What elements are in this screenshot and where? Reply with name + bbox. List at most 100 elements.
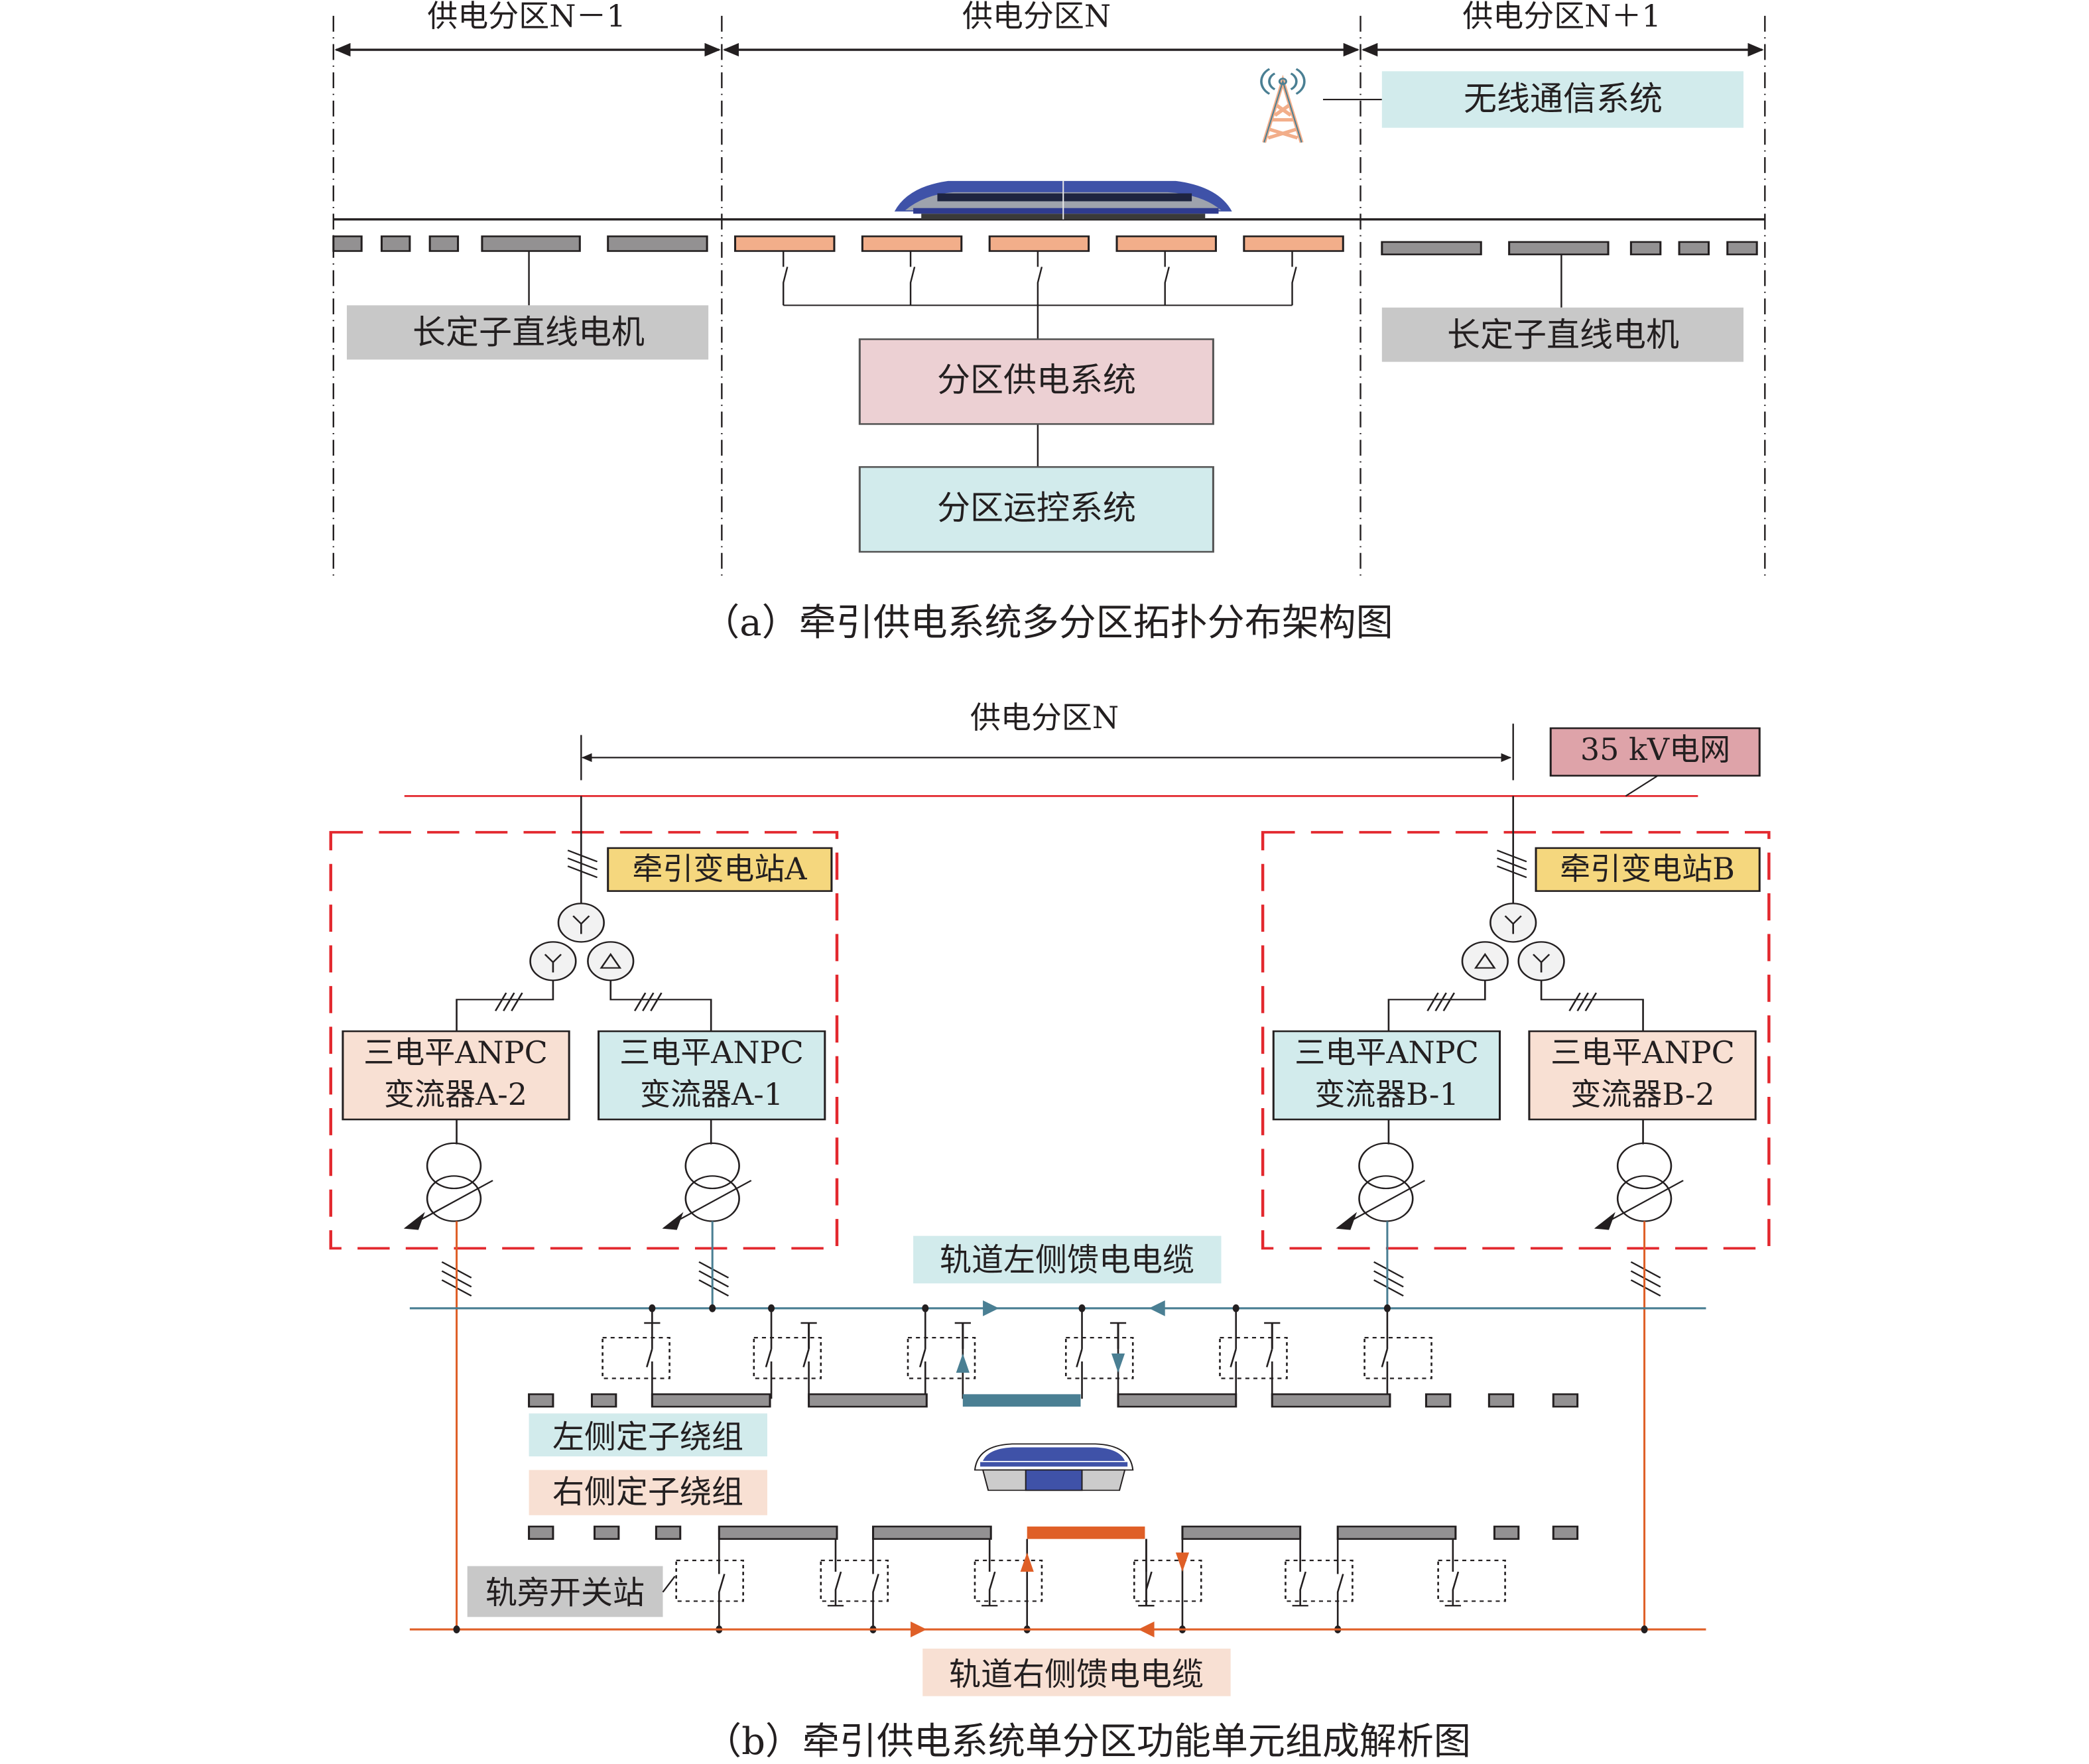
switch-icon [1164, 251, 1170, 306]
switch-station-box [1285, 1559, 1354, 1602]
stator-segment [1552, 1393, 1579, 1408]
maglev-train-small-icon [974, 1443, 1134, 1491]
left-switch-stations [601, 1304, 1432, 1399]
switch-station-box [907, 1337, 976, 1379]
switch-icon [718, 1539, 726, 1630]
zone-n-label: 供电分区N [970, 700, 1119, 735]
converter-a2-box [342, 1030, 570, 1121]
stator-segment [428, 235, 460, 252]
converter-a1-line1: 三电平ANPC [619, 1035, 804, 1070]
substation-a [342, 796, 833, 1296]
ground-icon [800, 1322, 817, 1350]
zone-label-n: 供电分区N [962, 0, 1111, 34]
stator-segment [332, 235, 363, 252]
stator-segment [1508, 241, 1610, 255]
switch-station-box [1064, 1337, 1134, 1379]
current-direction-arrow [1020, 1552, 1034, 1572]
switch-station-box [974, 1559, 1043, 1602]
stator-segment [872, 1525, 992, 1540]
stator-segment [1493, 1525, 1520, 1540]
switch-station-box [675, 1559, 744, 1602]
converter-b1-line2: 变流器B-1 [1314, 1076, 1458, 1112]
three-phase-mark-icon [1630, 1261, 1661, 1296]
supply-system-box [858, 338, 1214, 425]
part-a-topology [332, 15, 1766, 577]
right-cable-junctions [453, 1625, 1648, 1634]
part-b-single-zone [329, 724, 1771, 1696]
junction-dot [709, 1304, 716, 1312]
switch-icon [646, 1308, 653, 1399]
stator-segment [607, 235, 708, 252]
substation-b-label: 牵引变电站B [1560, 851, 1735, 887]
stator-segment [380, 235, 411, 252]
right-cable-label: 轨道右侧馈电电缆 [949, 1656, 1204, 1693]
three-phase-mark-icon [1496, 850, 1527, 879]
stator-segment [1629, 241, 1662, 255]
switch-station [1437, 1539, 1506, 1607]
grounding-switch-icon [981, 1539, 998, 1607]
switch-station-box [1219, 1337, 1288, 1379]
variable-transformer-icon [1336, 1142, 1426, 1230]
stator-segment [655, 1525, 682, 1540]
left-cable-label: 轨道左侧馈电电缆 [940, 1241, 1194, 1279]
control-system-label: 分区运控系统 [937, 489, 1136, 527]
stator-segment [590, 1393, 617, 1408]
three-phase-mark-icon [1426, 992, 1456, 1011]
three-phase-mark-icon [1568, 992, 1598, 1011]
maglev-train-icon [894, 180, 1232, 220]
three-phase-mark-icon [633, 992, 663, 1011]
switch-icon [909, 251, 916, 306]
switch-station [907, 1304, 976, 1399]
switch-station-box [753, 1337, 822, 1379]
switch-station [753, 1304, 822, 1399]
current-direction-arrow [1111, 1354, 1125, 1373]
substation-b-boundary [1261, 831, 1771, 1250]
substation-b [1272, 796, 1761, 1296]
zone-label-n-minus-1: 供电分区N－1 [427, 0, 626, 34]
switch-station [1285, 1539, 1354, 1634]
left-winding-label: 左侧定子绕组 [552, 1418, 743, 1456]
switch-icon [1336, 1539, 1344, 1630]
right-switch-stations [675, 1539, 1506, 1634]
stator-segment [594, 1525, 620, 1540]
switch-icon [783, 251, 789, 306]
stator-segment [1552, 1525, 1579, 1540]
stator-segment [481, 235, 581, 252]
switch-station [601, 1304, 670, 1399]
switch-station [974, 1539, 1043, 1634]
grid-label: 35 kV电网 [1580, 731, 1730, 767]
grid-label-box [1549, 727, 1761, 777]
switch-icon [872, 1539, 879, 1630]
stator-segment [1678, 241, 1710, 255]
stator-segment-active [861, 235, 963, 252]
grid-label-leader [1625, 775, 1659, 797]
motor-label-left: 长定子直线电机 [412, 313, 645, 351]
switch-icon [802, 1348, 810, 1399]
motor-label-right: 长定子直线电机 [1447, 316, 1679, 354]
stator-row-n [734, 235, 1344, 252]
left-cable-direction-arrow [983, 1300, 999, 1316]
converter-b2-box [1528, 1030, 1757, 1121]
stator-segment [1336, 1525, 1457, 1540]
text-layer: 供电分区N－1 供电分区N 供电分区N＋1 无线通信系统 长定子直线电机 长定子… [363, 0, 1735, 1763]
left-winding-label-box [529, 1413, 768, 1457]
converter-b2-line1: 三电平ANPC [1551, 1035, 1735, 1070]
stator-segment-active [734, 235, 836, 252]
stator-segment [528, 1525, 554, 1540]
converter-b1-line1: 三电平ANPC [1295, 1035, 1479, 1070]
left-cable-label-box [913, 1235, 1222, 1284]
stator-segment [1488, 1393, 1515, 1408]
stator-segment [1726, 241, 1758, 255]
stator-row-n-minus-1 [332, 235, 708, 252]
section-switches [783, 251, 1297, 468]
ground-icon [1264, 1322, 1281, 1350]
switch-icon [1265, 1348, 1273, 1399]
caption-b: （b）牵引供电系统单分区功能单元组成解析图 [704, 1720, 1471, 1763]
switch-station-leader [662, 1576, 676, 1593]
right-cable-label-box [922, 1649, 1231, 1696]
switch-station [1363, 1304, 1432, 1399]
three-winding-transformer-icon [1461, 903, 1565, 981]
switch-station [820, 1539, 889, 1634]
stator-segment [718, 1525, 838, 1540]
switch-icon [1230, 1308, 1237, 1399]
